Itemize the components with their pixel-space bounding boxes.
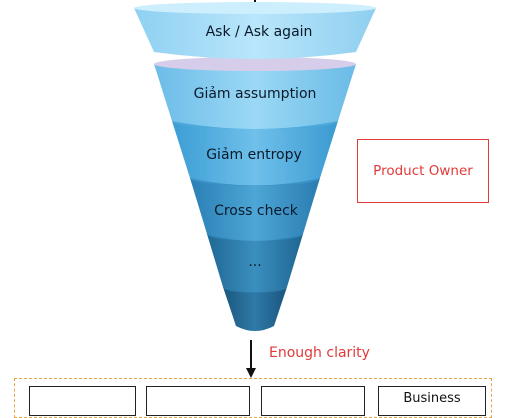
bottom-box-1 [29,386,136,416]
funnel-layer-3-label: Giảm entropy [206,147,302,163]
funnel-diagram [134,0,376,378]
bottom-box-3 [261,386,365,416]
bottom-box-4-label: Business [403,391,461,406]
funnel-layer-1 [134,2,376,59]
funnel-layer-4-label: Cross check [214,203,298,219]
funnel-layer-2 [154,57,356,129]
funnel-layer-1-label: Ask / Ask again [205,24,313,40]
bottom-box-2 [146,386,250,416]
funnel-layer-5-label: ... [248,254,262,270]
funnel-layer-2-label: Giảm assumption [193,86,317,102]
enough-clarity-label: Enough clarity [269,345,370,361]
product-owner-label: Product Owner [373,163,473,179]
bottom-box-4: Business [378,386,486,416]
clarity-arrow-head [246,368,256,378]
product-owner-box: Product Owner [357,139,489,203]
